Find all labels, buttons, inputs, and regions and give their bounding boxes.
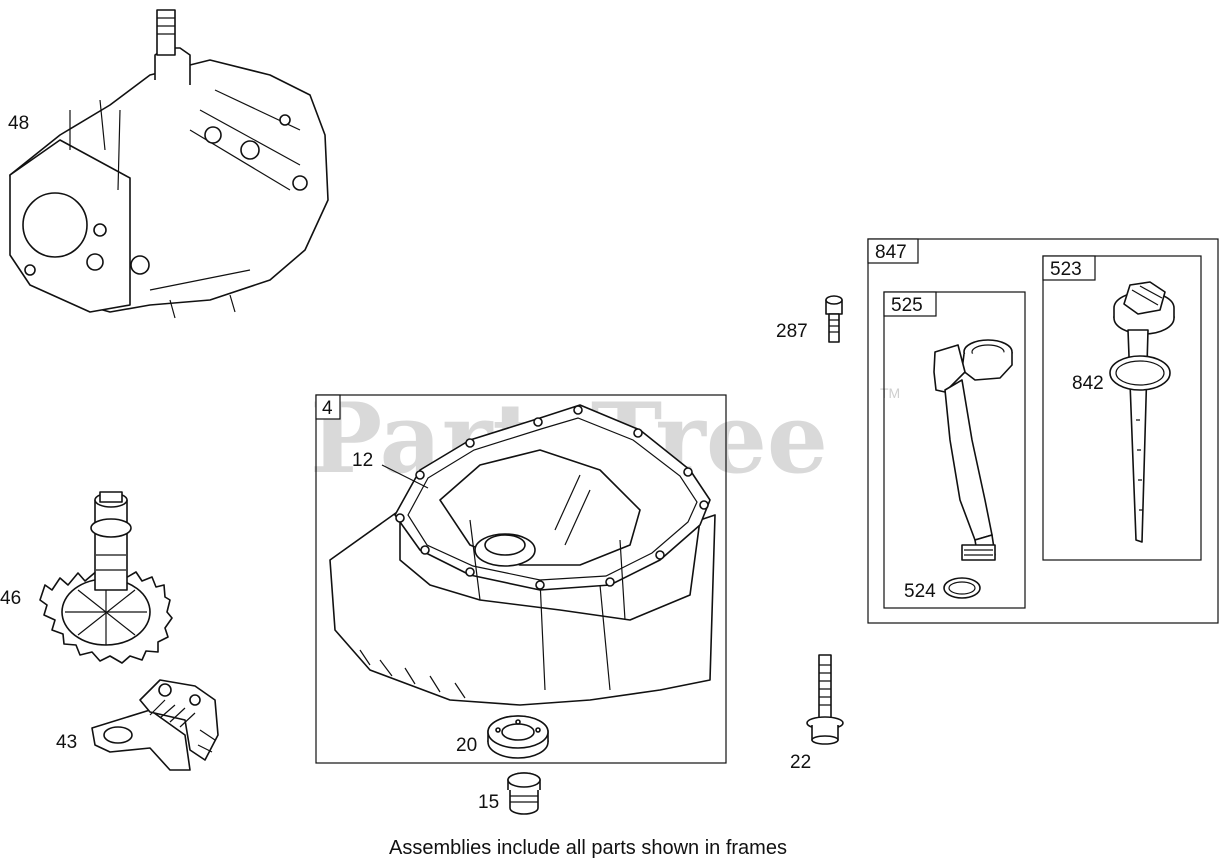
callout-20: 20 xyxy=(456,735,477,756)
frame-525 xyxy=(883,291,1026,609)
frame-523-tag xyxy=(1042,255,1096,281)
crankcase-cover-part[interactable] xyxy=(329,404,716,706)
plug-part[interactable] xyxy=(507,772,541,815)
callout-48: 48 xyxy=(8,113,29,134)
frame-525-label: 525 xyxy=(891,295,923,316)
callout-287: 287 xyxy=(776,321,808,342)
oring-524-part[interactable] xyxy=(943,577,981,599)
callout-842: 842 xyxy=(1072,373,1104,394)
oil-seal-part[interactable] xyxy=(487,715,549,759)
frame-523 xyxy=(1042,255,1202,561)
callout-15: 15 xyxy=(478,792,499,813)
camshaft-gear-part[interactable] xyxy=(39,491,173,664)
bolt-22-part[interactable] xyxy=(806,654,844,745)
governor-part[interactable] xyxy=(91,679,219,771)
frame-847 xyxy=(867,238,1219,624)
callout-46: 46 xyxy=(0,588,21,609)
oring-842-part[interactable] xyxy=(1109,355,1171,391)
screw-287-part[interactable] xyxy=(825,295,843,343)
caption: Assemblies include all parts shown in fr… xyxy=(389,837,787,859)
frame-847-tag xyxy=(867,238,919,264)
frame-525-tag xyxy=(883,291,937,317)
frame-4 xyxy=(315,394,727,764)
dipstick-part[interactable] xyxy=(1113,281,1175,543)
frame-523-label: 523 xyxy=(1050,259,1082,280)
cylinder-block-part[interactable] xyxy=(9,9,329,319)
leader-12 xyxy=(381,464,429,489)
dipstick-tube-part[interactable] xyxy=(933,339,1013,561)
callout-12: 12 xyxy=(352,450,373,471)
callout-43: 43 xyxy=(56,732,77,753)
callout-22: 22 xyxy=(790,752,811,773)
frame-4-tag xyxy=(315,394,341,420)
callout-524: 524 xyxy=(904,581,936,602)
frame-847-label: 847 xyxy=(875,242,907,263)
watermark-trademark: TM xyxy=(880,385,900,401)
frame-4-label: 4 xyxy=(322,398,333,419)
